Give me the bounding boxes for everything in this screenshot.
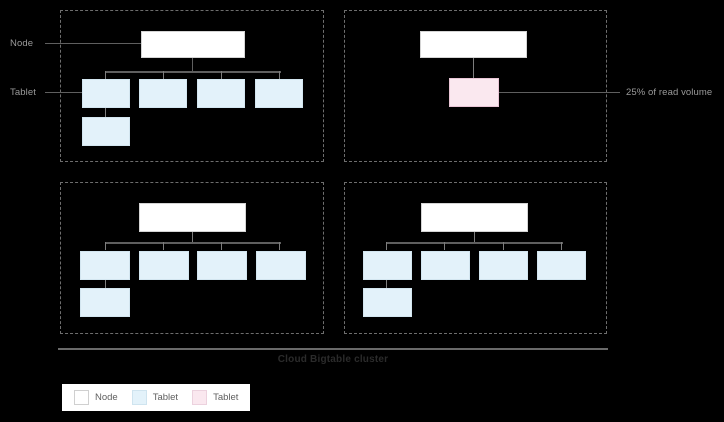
connector-drop (105, 108, 106, 119)
connector-drop (386, 242, 387, 250)
connector-drop (561, 242, 562, 250)
tablet-box[interactable] (363, 288, 412, 317)
connector-bus (105, 71, 281, 73)
leader-line-node (45, 43, 145, 44)
connector-node-stem (474, 232, 475, 242)
node-box[interactable] (421, 203, 528, 232)
hot-tablet-box[interactable] (449, 78, 499, 107)
connector-drop (163, 71, 164, 79)
connector-node-stem (473, 58, 474, 78)
tablet-box[interactable] (256, 251, 306, 280)
tablet-box[interactable] (197, 79, 245, 108)
connector-drop (163, 242, 164, 250)
tablet-box[interactable] (197, 251, 247, 280)
cluster-caption: Cloud Bigtable cluster (277, 354, 389, 365)
legend-item-tablet: Tablet (131, 390, 179, 405)
node-group-top-right (344, 10, 607, 162)
connector-bus (105, 242, 281, 244)
tablet-box[interactable] (255, 79, 303, 108)
connector-node-stem (192, 232, 193, 242)
side-label-tablet: Tablet (10, 87, 36, 98)
node-box[interactable] (420, 31, 527, 58)
legend-label-tablet: Tablet (152, 392, 179, 403)
legend-label-node: Node (95, 392, 118, 403)
tablet-box[interactable] (537, 251, 586, 280)
connector-drop (279, 242, 280, 250)
connector-drop (105, 242, 106, 250)
node-group-top-left (60, 10, 324, 162)
connector-drop (386, 280, 387, 290)
legend: Node Tablet Tablet (62, 384, 251, 411)
callout-label-read-volume: 25% of read volume (626, 87, 713, 98)
node-group-bottom-right (344, 182, 607, 334)
tablet-box[interactable] (139, 251, 189, 280)
connector-drop (279, 71, 280, 79)
tablet-box[interactable] (80, 288, 130, 317)
connector-drop (503, 242, 504, 250)
connector-drop (444, 242, 445, 250)
legend-swatch-node (74, 390, 89, 405)
connector-bus (386, 242, 563, 244)
connector-drop (221, 71, 222, 79)
tablet-box[interactable] (363, 251, 412, 280)
node-group-bottom-left (60, 182, 324, 334)
side-label-node: Node (10, 38, 34, 49)
legend-swatch-hot-tablet (192, 390, 208, 405)
tablet-box[interactable] (421, 251, 470, 280)
legend-label-hot-tablet: Tablet (213, 392, 239, 403)
connector-node-stem (192, 58, 193, 71)
connector-drop (221, 242, 222, 250)
connector-drop (105, 71, 106, 79)
node-box[interactable] (139, 203, 246, 232)
legend-swatch-tablet (131, 390, 147, 405)
legend-item-node: Node (74, 390, 118, 405)
legend-item-hot-tablet: Tablet (192, 390, 238, 405)
tablet-box[interactable] (139, 79, 187, 108)
tablet-box[interactable] (479, 251, 528, 280)
cluster-divider (58, 348, 608, 350)
node-box[interactable] (141, 31, 245, 58)
tablet-box[interactable] (82, 117, 130, 146)
tablet-box[interactable] (80, 251, 130, 280)
tablet-box[interactable] (82, 79, 130, 108)
callout-leader-line (499, 92, 620, 93)
connector-drop (105, 280, 106, 290)
leader-line-tablet (45, 92, 83, 93)
